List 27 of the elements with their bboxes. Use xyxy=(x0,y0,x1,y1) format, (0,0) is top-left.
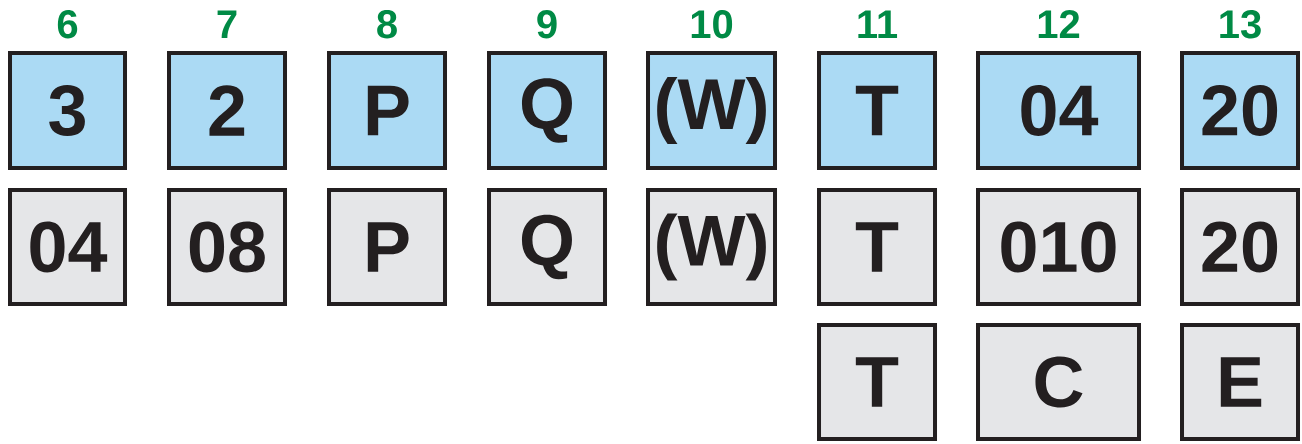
column-number: 12 xyxy=(1038,10,1080,38)
letter-box: T xyxy=(817,323,937,441)
letter-box: T xyxy=(817,51,937,170)
letter-box: 3 xyxy=(8,51,127,170)
letter-box: 20 xyxy=(1180,51,1300,170)
letter-box: Q xyxy=(487,188,607,306)
letter-box: (W) xyxy=(646,188,777,306)
letter-box: T xyxy=(817,188,937,306)
letter-box: 2 xyxy=(167,51,287,170)
letter-box: C xyxy=(976,323,1141,441)
column-number: 7 xyxy=(217,10,237,38)
column-number: 6 xyxy=(57,10,78,39)
letter-box: (W) xyxy=(646,51,777,170)
letter-box: P xyxy=(327,188,447,306)
column-number: 13 xyxy=(1220,10,1261,39)
letter-box: Q xyxy=(487,51,607,170)
letter-box: 08 xyxy=(167,188,287,306)
letter-box: 010 xyxy=(976,188,1141,306)
column-number: 9 xyxy=(537,10,557,39)
column-number: 10 xyxy=(691,10,733,39)
letter-box: 20 xyxy=(1180,188,1300,306)
letter-box: 04 xyxy=(976,51,1141,170)
letter-box: E xyxy=(1180,323,1300,441)
column-number: 11 xyxy=(858,10,898,38)
letter-box: 04 xyxy=(8,188,127,306)
letter-box: P xyxy=(327,51,447,170)
column-number: 8 xyxy=(377,10,397,39)
